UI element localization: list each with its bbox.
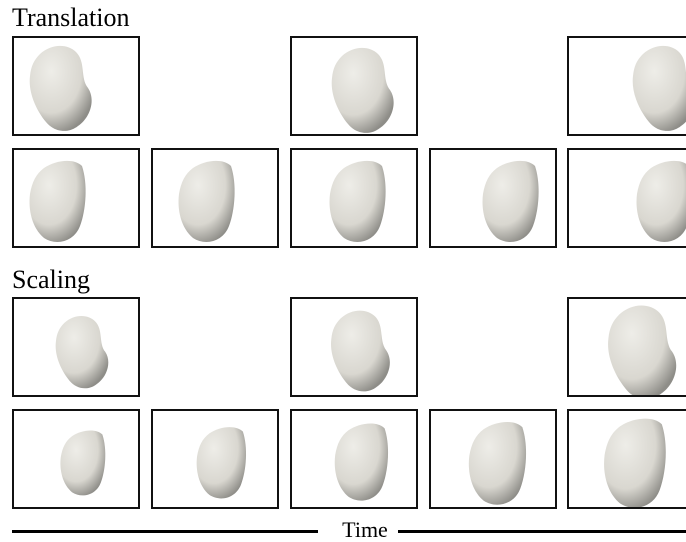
frame-scaling-r2-c5: [567, 409, 686, 509]
frame-translation-r2-c5: [567, 148, 686, 248]
rock-shape: [608, 305, 677, 395]
rock-shape: [331, 310, 390, 392]
rock-shape-icon: [178, 160, 235, 242]
rock-shape: [55, 315, 109, 389]
rock-shape: [604, 418, 666, 507]
rock-shape-icon: [604, 418, 666, 507]
rock-shape: [468, 422, 527, 505]
time-label: Time: [332, 518, 398, 542]
frame-scaling-r2-c4: [429, 409, 557, 509]
section-title-translation: Translation: [12, 3, 130, 32]
rock-shape: [482, 160, 539, 242]
frame-translation-r1-c1: [12, 36, 140, 136]
rock-shape: [636, 161, 686, 242]
frame-translation-r2-c3: [290, 148, 418, 248]
rock-shape: [196, 427, 247, 499]
frame-scaling-r2-c1: [12, 409, 140, 509]
rock-shape-icon: [196, 427, 247, 499]
rock-shape-icon: [632, 45, 686, 131]
rock-shape: [29, 45, 92, 131]
time-axis-line-left: [12, 530, 318, 533]
rock-shape-icon: [329, 160, 386, 242]
frame-scaling-r1-c1: [12, 297, 140, 397]
rock-shape-icon: [468, 422, 527, 505]
rock-shape-icon: [60, 430, 106, 496]
frame-scaling-r1-c3: [290, 297, 418, 397]
rock-shape-icon: [334, 423, 389, 501]
rock-shape: [329, 160, 386, 242]
time-axis-line-right: [388, 530, 686, 533]
rock-shape-icon: [55, 315, 109, 389]
frame-translation-r2-c1: [12, 148, 140, 248]
rock-shape-icon: [29, 160, 86, 242]
rock-shape-icon: [331, 47, 394, 133]
rock-shape: [178, 160, 235, 242]
section-title-scaling: Scaling: [12, 265, 90, 294]
frame-scaling-r1-c5: [567, 297, 686, 397]
frame-translation-r2-c4: [429, 148, 557, 248]
frame-translation-r1-c3: [290, 36, 418, 136]
frame-translation-r1-c5: [567, 36, 686, 136]
rock-shape: [29, 160, 86, 242]
rock-shape-icon: [29, 45, 92, 131]
rock-shape-icon: [482, 160, 539, 242]
rock-shape-icon: [331, 310, 390, 392]
time-axis: Time: [12, 518, 686, 542]
rock-shape: [331, 47, 394, 133]
rock-shape-icon: [636, 161, 686, 242]
frame-translation-r2-c2: [151, 148, 279, 248]
frame-scaling-r2-c3: [290, 409, 418, 509]
frame-scaling-r2-c2: [151, 409, 279, 509]
rock-shape: [60, 430, 106, 496]
rock-shape: [334, 423, 389, 501]
rock-shape: [632, 45, 686, 131]
rock-shape-icon: [608, 305, 677, 395]
